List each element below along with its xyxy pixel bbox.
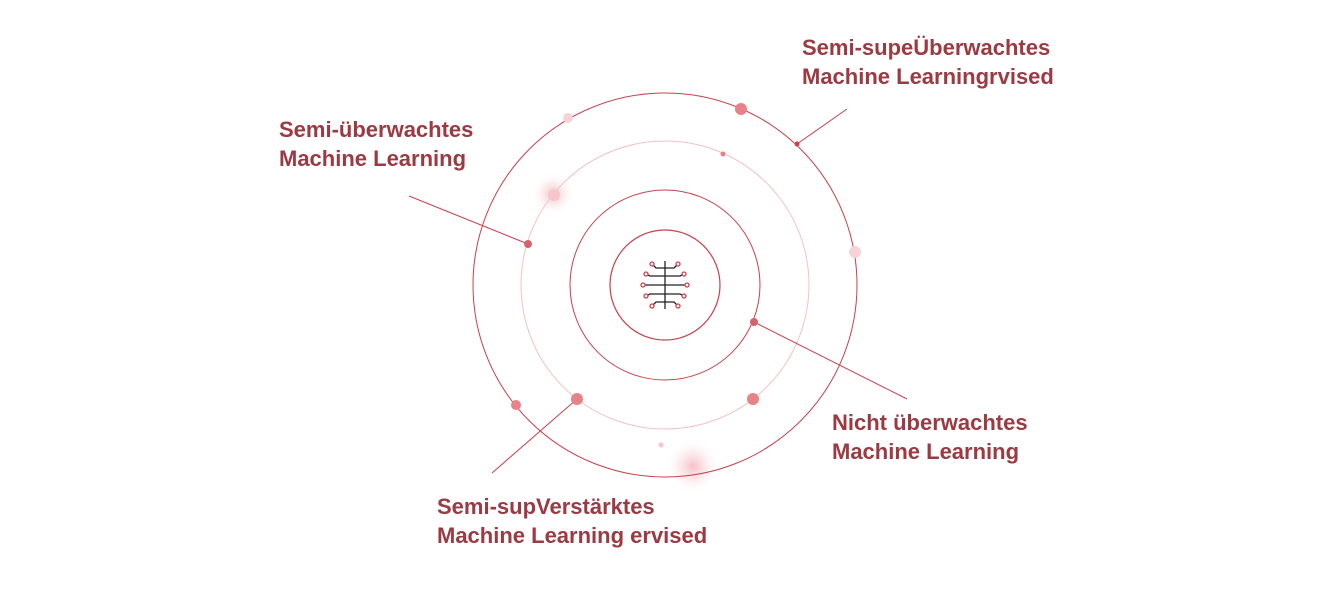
label-bottom-line2: Machine Learning ervised bbox=[437, 523, 708, 548]
orbit-dot bbox=[524, 240, 532, 248]
connector-bottom bbox=[491, 398, 578, 474]
connector-top-left bbox=[408, 195, 529, 245]
label-top-left-line2: Machine Learning bbox=[279, 146, 467, 171]
orbit-outer bbox=[472, 92, 858, 478]
label-top-right-line1: Semi-supeÜberwachtes bbox=[802, 35, 1051, 60]
orbit-dot bbox=[794, 141, 800, 147]
label-top-right: Semi-supeÜberwachtes Machine Learningrvi… bbox=[802, 33, 1054, 91]
label-bottom: Semi-supVerstärktes Machine Learning erv… bbox=[437, 492, 707, 550]
label-bottom-line1: Semi-supVerstärktes bbox=[437, 494, 655, 519]
circuit-node-dots bbox=[640, 261, 690, 309]
orbit-dot bbox=[571, 393, 583, 405]
orbit-third bbox=[569, 189, 761, 381]
connector-right bbox=[753, 321, 908, 400]
orbit-dot bbox=[658, 442, 664, 448]
orbit-dot bbox=[750, 318, 758, 326]
connector-top-right bbox=[796, 108, 848, 145]
label-top-left-line1: Semi-überwachtes bbox=[279, 117, 474, 142]
orbit-dot bbox=[548, 189, 560, 201]
label-top-left: Semi-überwachtes Machine Learning bbox=[279, 115, 473, 173]
label-right: Nicht überwachtes Machine Learning bbox=[832, 408, 1028, 466]
circuit-tree-icon bbox=[643, 261, 687, 309]
label-right-line1: Nicht überwachtes bbox=[832, 410, 1028, 435]
orbit-dot bbox=[720, 151, 726, 157]
orbit-dot bbox=[735, 103, 747, 115]
orbit-dot bbox=[563, 113, 573, 123]
glow-bottom bbox=[665, 438, 721, 494]
orbit-dot bbox=[511, 400, 521, 410]
orbit-inner bbox=[609, 229, 721, 341]
label-top-right-line2: Machine Learningrvised bbox=[802, 64, 1054, 89]
orbit-second bbox=[520, 140, 810, 430]
orbit-dot bbox=[849, 246, 861, 258]
orbit-dot bbox=[747, 393, 759, 405]
label-right-line2: Machine Learning bbox=[832, 439, 1020, 464]
